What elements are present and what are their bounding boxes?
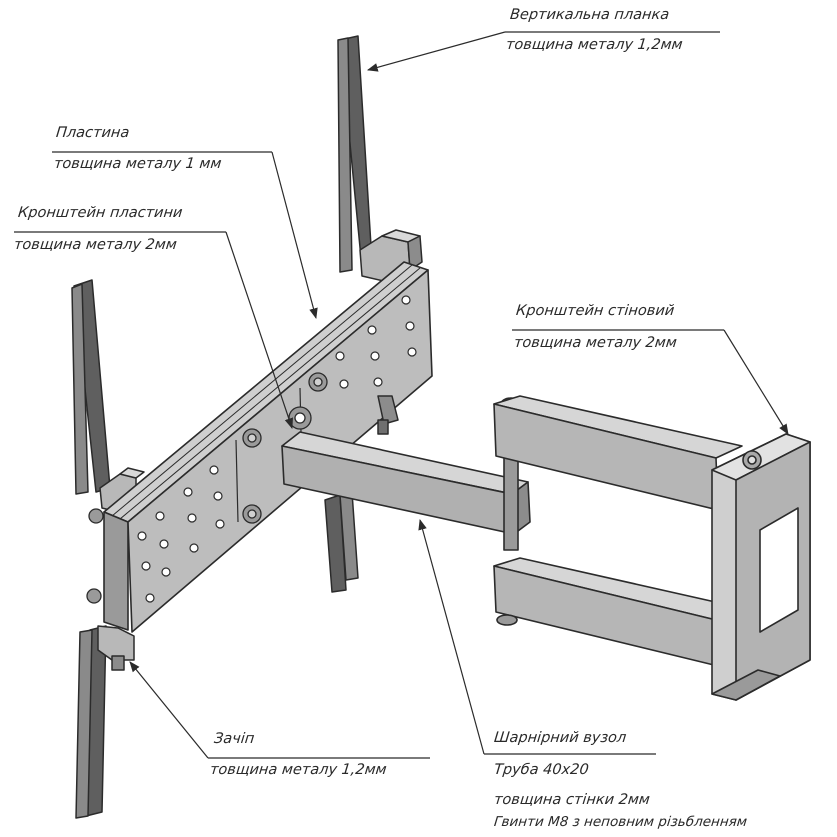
label-hinge-line1: Труба 40х20 [493,762,590,778]
mounting-plate [103,261,433,633]
label-wall-bracket-name: Кронштейн стіновий [515,303,676,319]
hinge-arm [281,397,531,551]
wall-bracket [493,395,811,701]
label-vertical-bar-name: Вертикальна планка [509,7,671,23]
label-plate-bracket-spec: товщина металу 2мм [13,237,178,253]
plate-bolts [86,372,328,604]
label-hinge-line3: Гвинти М8 з неповним різьбленням [493,814,748,830]
label-latch-spec: товщина металу 1,2мм [209,762,388,778]
label-vertical-bar-spec: товщина металу 1,2мм [505,37,684,53]
label-latch-name: Зачіп [213,731,256,747]
label-plate-bracket-name: Кронштейн пластини [17,205,184,221]
plate-holes [137,295,417,603]
label-plate-name: Пластина [55,125,131,141]
vertical-bar-front [71,279,111,819]
label-hinge-name: Шарнірний вузол [493,730,628,746]
label-hinge-line2: товщина стінки 2мм [493,792,651,808]
leader-lines [14,31,789,759]
vertical-bar-back [324,35,373,593]
label-wall-bracket-spec: товщина металу 2мм [513,335,678,351]
latch [97,395,399,671]
label-plate-spec: товщина металу 1 мм [53,156,223,172]
